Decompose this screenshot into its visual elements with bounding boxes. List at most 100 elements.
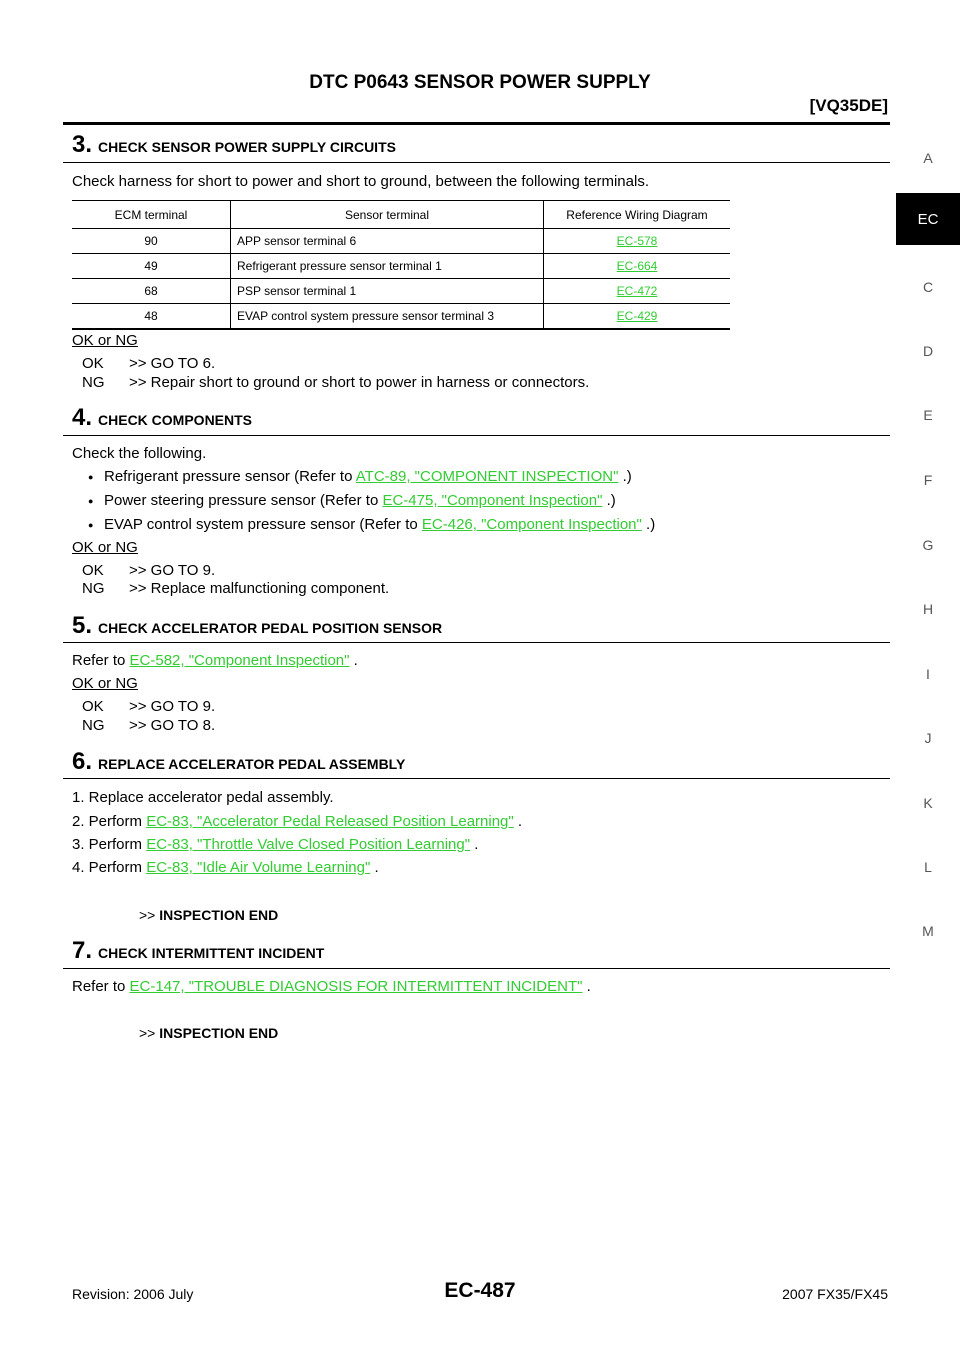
ok-or-ng-label: OK or NG bbox=[72, 332, 138, 349]
item-text: Refer to bbox=[72, 652, 130, 669]
footer-revision: Revision: 2006 July bbox=[72, 1286, 194, 1302]
item-text: EVAP control system pressure sensor (Ref… bbox=[104, 516, 422, 533]
ng-label: NG bbox=[82, 717, 105, 734]
side-tab-f[interactable]: F bbox=[923, 472, 933, 488]
engine-code: [VQ35DE] bbox=[809, 96, 888, 115]
table-row: 49 Refrigerant pressure sensor terminal … bbox=[72, 253, 730, 279]
reference-link[interactable]: ATC-89, "COMPONENT INSPECTION" bbox=[355, 468, 619, 485]
side-tab-c[interactable]: C bbox=[922, 279, 934, 295]
item-text: .) bbox=[641, 516, 656, 533]
step-4-intro: Check the following. bbox=[72, 445, 207, 462]
reference-link[interactable]: EC-83, "Idle Air Volume Learning" bbox=[146, 859, 371, 876]
ok-or-ng-label: OK or NG bbox=[72, 675, 138, 692]
item-text: Refrigerant pressure sensor (Refer to bbox=[104, 468, 356, 485]
item-text: .) bbox=[602, 492, 616, 509]
item-text: . bbox=[470, 836, 479, 853]
ng-label: NG bbox=[82, 374, 105, 391]
item-text: . bbox=[349, 652, 358, 669]
step-3-intro: Check harness for short to power and sho… bbox=[72, 173, 649, 190]
list-item: 2. Perform EC-83, "Accelerator Pedal Rel… bbox=[72, 813, 522, 830]
list-item: 1. Replace accelerator pedal assembly. bbox=[72, 789, 334, 806]
ok-label: OK bbox=[82, 562, 104, 579]
step-rule bbox=[63, 778, 890, 779]
item-text: Refer to bbox=[72, 978, 130, 995]
ng-action: >> GO TO 8. bbox=[129, 717, 216, 734]
item-text: . bbox=[513, 813, 523, 830]
column-header: ECM terminal bbox=[72, 200, 231, 229]
sensor-terminal-cell: APP sensor terminal 6 bbox=[230, 228, 544, 254]
item-text: . bbox=[370, 859, 379, 876]
sensor-terminal-cell: Refrigerant pressure sensor terminal 1 bbox=[230, 253, 544, 279]
wiring-diagram-link[interactable]: EC-429 bbox=[616, 309, 658, 323]
side-tab-i[interactable]: I bbox=[926, 666, 930, 682]
step-5-heading: 5.CHECK ACCELERATOR PEDAL POSITION SENSO… bbox=[72, 612, 442, 640]
side-tab-ec[interactable]: EC bbox=[896, 193, 960, 245]
reference-link[interactable]: EC-582, "Component Inspection" bbox=[129, 652, 350, 669]
side-tab-j[interactable]: J bbox=[924, 730, 932, 746]
end-text: INSPECTION END bbox=[159, 1025, 279, 1041]
step-5-reference: Refer to EC-582, "Component Inspection" … bbox=[72, 652, 358, 669]
side-tab-h[interactable]: H bbox=[922, 601, 934, 617]
side-tab-a[interactable]: A bbox=[923, 150, 933, 166]
table-row: 68 PSP sensor terminal 1 EC-472 bbox=[72, 278, 730, 304]
step-title: REPLACE ACCELERATOR PEDAL ASSEMBLY bbox=[98, 756, 406, 772]
wiring-diagram-link[interactable]: EC-472 bbox=[616, 284, 658, 298]
step-title: CHECK COMPONENTS bbox=[98, 412, 253, 428]
item-text: 2. Perform bbox=[72, 813, 147, 830]
ok-or-ng-label: OK or NG bbox=[72, 539, 138, 556]
header-rule bbox=[63, 122, 890, 125]
inspection-end: >> INSPECTION END bbox=[139, 1025, 278, 1041]
side-tab-m[interactable]: M bbox=[922, 923, 934, 939]
item-text: 3. Perform bbox=[72, 836, 147, 853]
reference-link[interactable]: EC-475, "Component Inspection" bbox=[382, 492, 603, 509]
ok-label: OK bbox=[82, 698, 104, 715]
step-title: CHECK SENSOR POWER SUPPLY CIRCUITS bbox=[98, 139, 396, 155]
step-rule bbox=[63, 642, 890, 643]
step-rule bbox=[63, 968, 890, 969]
end-arrow: >> bbox=[139, 1025, 156, 1041]
side-tab-e[interactable]: E bbox=[923, 407, 933, 423]
step-4-heading: 4. CHECK COMPONENTS bbox=[72, 404, 252, 432]
step-3-heading: 3.CHECK SENSOR POWER SUPPLY CIRCUITS bbox=[72, 131, 396, 159]
step-rule bbox=[63, 435, 890, 436]
footer-model: 2007 FX35/FX45 bbox=[782, 1286, 888, 1302]
list-item: 4. Perform EC-83, "Idle Air Volume Learn… bbox=[72, 859, 379, 876]
side-tab-g[interactable]: G bbox=[922, 537, 934, 553]
column-header: Reference Wiring Diagram bbox=[543, 200, 730, 229]
step-6-heading: 6. REPLACE ACCELERATOR PEDAL ASSEMBLY bbox=[72, 748, 405, 776]
ng-label: NG bbox=[82, 580, 105, 597]
reference-link[interactable]: EC-83, "Throttle Valve Closed Position L… bbox=[146, 836, 471, 853]
ok-action: >> GO TO 6. bbox=[129, 355, 216, 372]
step-number: 7. bbox=[72, 937, 93, 964]
step-title: CHECK INTERMITTENT INCIDENT bbox=[98, 945, 325, 961]
step-title: CHECK ACCELERATOR PEDAL POSITION SENSOR bbox=[98, 620, 443, 636]
column-header: Sensor terminal bbox=[230, 200, 544, 229]
terminal-table: ECM terminal Sensor terminal Reference W… bbox=[72, 200, 730, 330]
ecm-terminal-cell: 90 bbox=[72, 228, 231, 254]
side-tab-k[interactable]: K bbox=[923, 795, 933, 811]
list-item: Refrigerant pressure sensor (Refer to AT… bbox=[88, 468, 632, 485]
reference-link[interactable]: EC-147, "TROUBLE DIAGNOSIS FOR INTERMITT… bbox=[129, 978, 583, 995]
ecm-terminal-cell: 49 bbox=[72, 253, 231, 279]
wiring-diagram-link[interactable]: EC-578 bbox=[616, 234, 658, 248]
item-text: 1. Replace accelerator pedal assembly. bbox=[72, 789, 334, 806]
step-7-heading: 7. CHECK INTERMITTENT INCIDENT bbox=[72, 937, 324, 965]
wiring-diagram-link[interactable]: EC-664 bbox=[616, 259, 658, 273]
reference-link[interactable]: EC-83, "Accelerator Pedal Released Posit… bbox=[146, 813, 514, 830]
step-number: 4. bbox=[72, 404, 93, 431]
item-text: Power steering pressure sensor (Refer to bbox=[104, 492, 383, 509]
end-arrow: >> bbox=[139, 907, 156, 923]
ecm-terminal-cell: 48 bbox=[72, 303, 231, 330]
item-text: . bbox=[582, 978, 591, 995]
side-tab-l[interactable]: L bbox=[924, 859, 932, 875]
table-row: 90 APP sensor terminal 6 EC-578 bbox=[72, 228, 730, 254]
item-text: 4. Perform bbox=[72, 859, 147, 876]
step-rule bbox=[63, 162, 890, 163]
step-number: 6. bbox=[72, 748, 93, 775]
table-row: 48 EVAP control system pressure sensor t… bbox=[72, 303, 730, 330]
reference-link[interactable]: EC-426, "Component Inspection" bbox=[421, 516, 642, 533]
side-tab-d[interactable]: D bbox=[922, 343, 934, 359]
ng-action: >> Repair short to ground or short to po… bbox=[129, 374, 590, 391]
ng-action: >> Replace malfunctioning component. bbox=[129, 580, 390, 597]
step-7-reference: Refer to EC-147, "TROUBLE DIAGNOSIS FOR … bbox=[72, 978, 591, 995]
